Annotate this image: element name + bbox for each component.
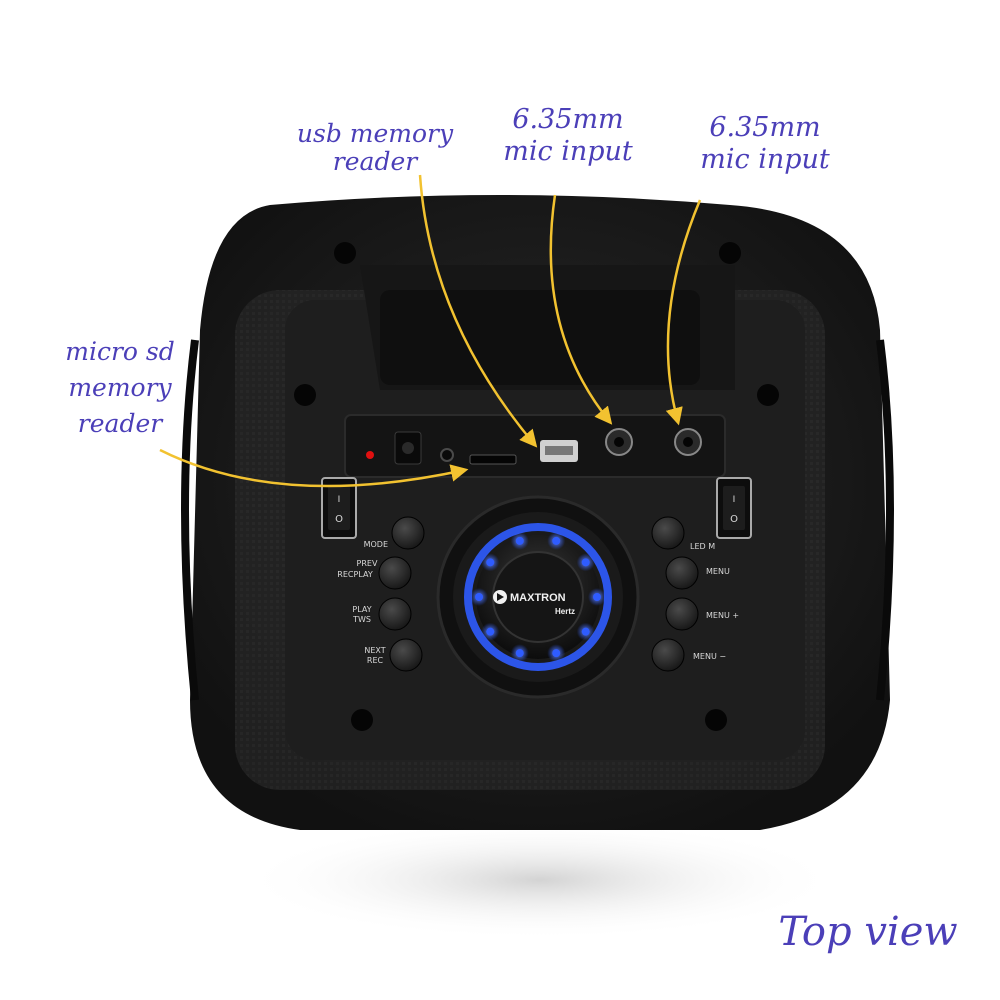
mic1-label-line2: mic input [503,136,633,167]
annotation-arrows [159,174,702,488]
view-label: Top view [778,909,957,955]
play-button[interactable] [378,597,412,631]
led-mode-button[interactable] [651,516,685,550]
mode-button[interactable] [391,516,425,550]
volume-knob[interactable]: MAXTRON Hertz [436,495,640,699]
floor-shadow [240,820,840,940]
tws-label: TWS [352,615,371,624]
io-panel [344,414,726,478]
led-dot [581,627,590,636]
microsd-label-line2: memory [68,373,172,402]
led-dot [486,558,495,567]
mic2-arrow [665,199,702,426]
mic2-label-line2: mic input [700,144,830,175]
screw-holes [294,242,779,731]
next-label: NEXT [364,646,385,655]
usb-label-line1: usb memory [297,119,454,148]
play-label: PLAY [352,605,371,614]
brand-sub: Hertz [555,607,575,616]
aux-jack[interactable] [440,448,454,462]
recplay-label: RECPLAY [337,570,373,579]
annotation-labels: usb memory reader 6.35mm mic input 6.35m… [65,104,957,955]
led-mode-label: LED M [690,542,715,551]
brand-name: MAXTRON [510,592,566,604]
menu-button[interactable] [665,556,699,590]
led-dot [552,536,561,545]
led-dot [515,649,524,658]
usb-arrow [418,174,538,448]
usb-label-line2: reader [333,147,419,176]
rec-label: REC [367,656,384,665]
led-dot [486,627,495,636]
power-led [366,451,374,459]
led-dot [593,593,601,601]
menu-label: MENU [706,567,730,576]
svg-text:O: O [335,514,343,525]
led-ring [470,531,606,663]
micro-sd-slot[interactable] [469,454,517,465]
next-button[interactable] [389,638,423,672]
svg-text:I: I [338,495,341,505]
led-dot [475,593,483,601]
mic2-label-line1: 6.35mm [709,112,820,143]
svg-text:O: O [730,514,738,525]
mode-label: MODE [364,540,388,549]
prev-label: PREV [357,559,378,568]
menu-plus-button[interactable] [665,597,699,631]
led-dot [581,558,590,567]
mic1-arrow [549,194,613,425]
microsd-label-line3: reader [78,409,164,438]
right-button-column: LED M MENU MENU + MENU − [651,516,739,672]
menu-minus-button[interactable] [651,638,685,672]
svg-text:I: I [733,495,736,505]
mic1-label-line1: 6.35mm [512,104,623,135]
menu-minus-label: MENU − [693,652,726,661]
power-switch-right[interactable]: I O [716,477,752,539]
prev-button[interactable] [378,556,412,590]
left-button-column: MODE PREV RECPLAY PLAY TWS NEXT REC [337,516,425,672]
led-dot [552,649,561,658]
microsd-label-line1: micro sd [65,337,175,366]
microsd-arrow [159,448,469,488]
menu-plus-label: MENU + [706,611,739,620]
led-dot [515,536,524,545]
power-switch-left[interactable]: I O [321,477,357,539]
